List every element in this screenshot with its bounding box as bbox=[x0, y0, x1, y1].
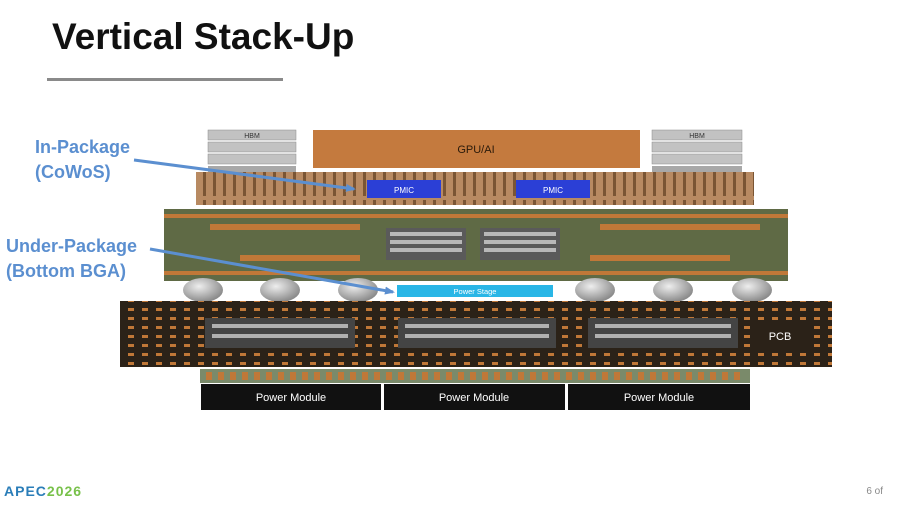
connector-pin bbox=[698, 372, 704, 380]
connector-pin bbox=[374, 372, 380, 380]
connector-pin bbox=[650, 372, 656, 380]
connector-pin bbox=[446, 372, 452, 380]
connector-pin bbox=[350, 372, 356, 380]
power-stage: Power Stage bbox=[397, 285, 553, 297]
hbm-right: HBM bbox=[651, 129, 743, 174]
connector-pin bbox=[362, 372, 368, 380]
bga-ball bbox=[338, 278, 378, 302]
gpu-die: GPU/AI bbox=[313, 130, 640, 168]
callout-under-package: Under-Package (Bottom BGA) bbox=[6, 234, 137, 284]
title-underline bbox=[47, 78, 283, 81]
connector-pin bbox=[662, 372, 668, 380]
bga-ball bbox=[260, 278, 300, 302]
hbm-left-label: HBM bbox=[244, 133, 260, 140]
pmic-right-label: PMIC bbox=[543, 186, 563, 195]
connector-pin bbox=[410, 372, 416, 380]
connector-pin bbox=[230, 372, 236, 380]
connector-pin bbox=[686, 372, 692, 380]
pmic-right: PMIC bbox=[516, 180, 590, 198]
connector-pin bbox=[314, 372, 320, 380]
connector-pin bbox=[206, 372, 212, 380]
bga-ball bbox=[575, 278, 615, 302]
bga-ball bbox=[183, 278, 223, 302]
pmic-left-label: PMIC bbox=[394, 186, 414, 195]
connector-pin bbox=[254, 372, 260, 380]
connector-pin bbox=[590, 372, 596, 380]
bga-ball bbox=[653, 278, 693, 302]
connector-pin bbox=[302, 372, 308, 380]
connector-pin bbox=[638, 372, 644, 380]
under-package-arrow bbox=[149, 247, 395, 295]
module-connector-strip bbox=[200, 369, 750, 383]
connector-pin bbox=[614, 372, 620, 380]
connector-pin bbox=[518, 372, 524, 380]
connector-pin bbox=[722, 372, 728, 380]
power-stage-label: Power Stage bbox=[454, 287, 497, 296]
connector-pin bbox=[506, 372, 512, 380]
apec-logo: APEC2026 bbox=[4, 483, 82, 499]
connector-pin bbox=[386, 372, 392, 380]
bga-ball bbox=[732, 278, 772, 302]
connector-pin bbox=[434, 372, 440, 380]
connector-pin bbox=[530, 372, 536, 380]
callout-under-package-line1: Under-Package bbox=[6, 236, 138, 256]
apec-logo-year: 2026 bbox=[46, 483, 83, 499]
connector-pin bbox=[422, 372, 428, 380]
page-number: 6 of bbox=[866, 486, 883, 497]
connector-pin bbox=[554, 372, 560, 380]
hbm-right-label: HBM bbox=[689, 133, 705, 140]
connector-pin bbox=[482, 372, 488, 380]
package-substrate bbox=[164, 209, 788, 281]
connector-pin bbox=[470, 372, 476, 380]
callout-in-package-line2: (CoWoS) bbox=[35, 162, 111, 182]
in-package-arrow bbox=[133, 158, 356, 192]
hbm-left: HBM bbox=[207, 129, 297, 174]
connector-pin bbox=[494, 372, 500, 380]
connector-pin bbox=[398, 372, 404, 380]
connector-pin bbox=[734, 372, 740, 380]
pmic-left: PMIC bbox=[367, 180, 441, 198]
connector-pin bbox=[626, 372, 632, 380]
power-module-2-label: Power Module bbox=[439, 392, 509, 404]
connector-pin bbox=[578, 372, 584, 380]
interposer bbox=[196, 172, 754, 205]
pcb: PCB bbox=[120, 301, 832, 367]
callout-in-package: In-Package (CoWoS) bbox=[35, 135, 130, 185]
connector-pin bbox=[458, 372, 464, 380]
connector-pin bbox=[326, 372, 332, 380]
connector-pin bbox=[566, 372, 572, 380]
power-module-3: Power Module bbox=[568, 384, 750, 410]
connector-pin bbox=[710, 372, 716, 380]
connector-pin bbox=[218, 372, 224, 380]
callout-under-package-line2: (Bottom BGA) bbox=[6, 261, 126, 281]
connector-pin bbox=[338, 372, 344, 380]
connector-pin bbox=[242, 372, 248, 380]
connector-pin bbox=[542, 372, 548, 380]
power-module-1: Power Module bbox=[201, 384, 381, 410]
power-module-3-label: Power Module bbox=[624, 392, 694, 404]
power-module-2: Power Module bbox=[384, 384, 565, 410]
callout-in-package-line1: In-Package bbox=[35, 137, 131, 157]
connector-pin bbox=[290, 372, 296, 380]
pcb-label: PCB bbox=[769, 331, 792, 343]
power-module-1-label: Power Module bbox=[256, 392, 326, 404]
connector-pin bbox=[674, 372, 680, 380]
slide-title: Vertical Stack-Up bbox=[52, 16, 355, 57]
connector-pin bbox=[602, 372, 608, 380]
apec-logo-text: APEC bbox=[4, 483, 47, 499]
gpu-label: GPU/AI bbox=[457, 144, 494, 156]
bga-balls bbox=[183, 278, 772, 302]
connector-pin bbox=[278, 372, 284, 380]
connector-pin bbox=[266, 372, 272, 380]
